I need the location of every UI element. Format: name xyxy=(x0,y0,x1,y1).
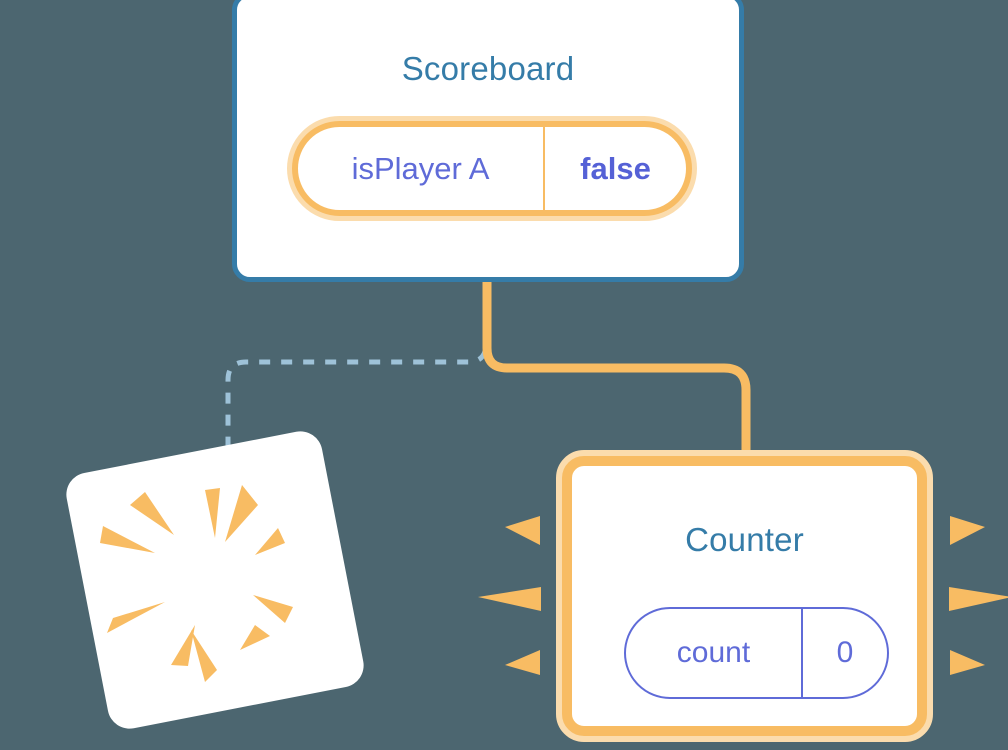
counter-state-pill[interactable]: count 0 xyxy=(624,607,889,699)
counter-title: Counter xyxy=(685,521,804,558)
burst-card-rays xyxy=(100,485,293,682)
scoreboard-title: Scoreboard xyxy=(401,50,575,87)
counter-card-halo xyxy=(556,450,933,742)
node-card-scoreboard[interactable]: Scoreboard isPlayer A false xyxy=(232,0,744,282)
counter-state-value: 0 xyxy=(836,636,854,669)
scoreboard-pill-body[interactable]: isPlayer A false xyxy=(292,121,692,216)
node-card-burst[interactable] xyxy=(62,427,368,733)
scoreboard-state-key: isPlayer A xyxy=(298,127,545,210)
connector-scoreboard-to-counter xyxy=(482,282,751,470)
scoreboard-state-pill[interactable]: isPlayer A false xyxy=(287,116,697,221)
scoreboard-pill-halo xyxy=(287,116,697,221)
node-card-counter[interactable]: Counter count 0 xyxy=(556,450,933,742)
counter-state-key: count xyxy=(626,609,803,697)
counter-card-body[interactable]: Counter count 0 xyxy=(562,456,927,736)
scoreboard-state-value: false xyxy=(580,150,651,186)
